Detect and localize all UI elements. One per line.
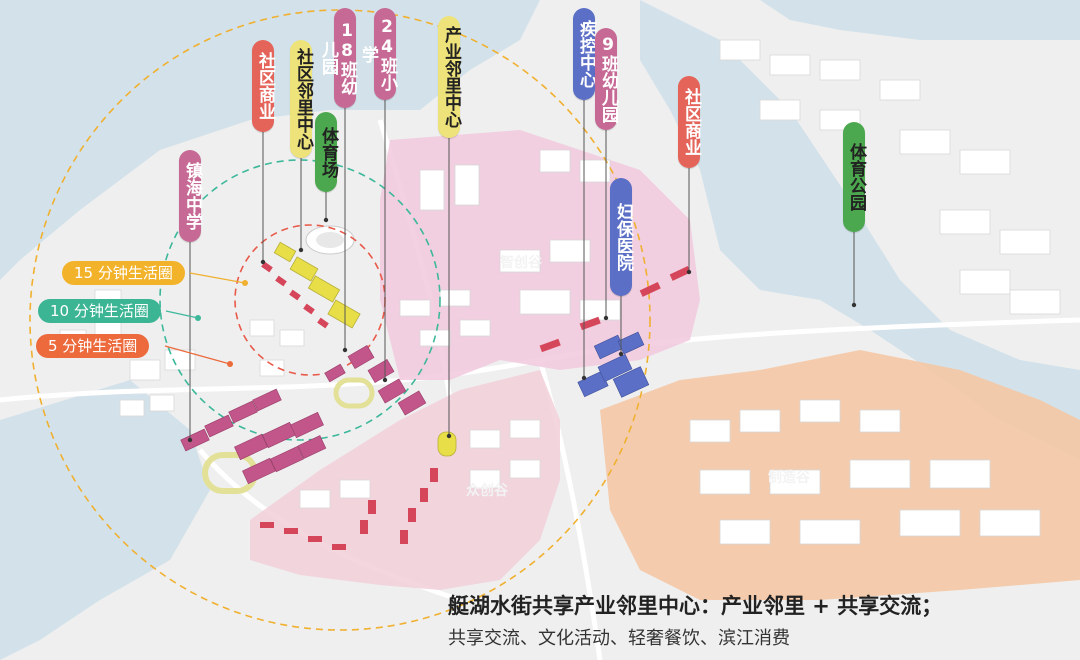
label-community-neighborhood-center: 社区邻里中心 — [290, 40, 313, 158]
label-disease-control-center: 疾控中心 — [573, 8, 596, 100]
label-maternal-child-hospital: 妇保医院 — [610, 178, 633, 296]
magenta-blocks — [180, 345, 427, 485]
label-15min-circle: 15 分钟生活圈 — [62, 261, 185, 285]
track-center — [333, 377, 375, 409]
label-industrial-neighborhood-center: 产业邻里中心 — [438, 16, 461, 138]
label-zhenhai-middle-school: 镇海中学 — [179, 150, 202, 242]
label-18-class-kindergarten: 18班幼儿园 — [318, 8, 357, 108]
river-southwest — [0, 380, 210, 660]
leader-dots — [187, 217, 857, 443]
district-zhizao: 制造谷 — [768, 470, 810, 486]
zone-zhongchuang — [250, 370, 560, 590]
caption-title: 艇湖水街共享产业邻里中心：产业邻里 + 共享交流； — [448, 594, 943, 618]
label-9-class-kindergarten: 9班幼儿园 — [595, 28, 618, 130]
blue-blocks — [577, 331, 650, 398]
river-north — [760, 0, 1080, 40]
caption-subtitle: 共享交流、文化活动、轻奢餐饮、滨江消费 — [448, 628, 790, 649]
label-community-commerce-east: 社区商业 — [678, 76, 701, 168]
river-west — [0, 0, 540, 280]
district-zhongchuang: 众创谷 — [466, 483, 508, 499]
circle-label-lines — [164, 272, 248, 367]
red-commercial — [260, 261, 691, 550]
label-24-class-primary-school: 24班小学 — [358, 8, 397, 100]
ring-15min — [29, 9, 651, 631]
yellow-blocks — [273, 241, 457, 457]
label-5min-circle: 5 分钟生活圈 — [36, 334, 150, 358]
ring-10min — [159, 159, 441, 441]
district-zhichuang: 智创谷 — [500, 255, 542, 271]
label-sports-park: 体育公园 — [843, 122, 866, 232]
label-community-commerce-west: 社区商业 — [252, 40, 275, 132]
label-10min-circle: 10 分钟生活圈 — [38, 299, 161, 323]
label-stadium: 体育场 — [315, 112, 338, 192]
